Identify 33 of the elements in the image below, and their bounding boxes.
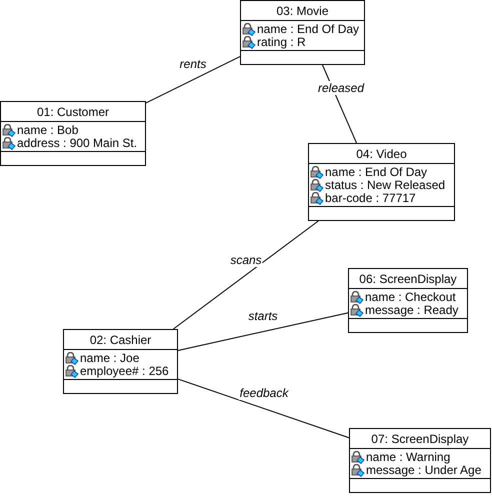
attribute-text: name : Bob xyxy=(17,124,78,137)
object-title: 06: ScreenDisplay xyxy=(359,272,457,286)
object-title: 03: Movie xyxy=(276,4,329,18)
object-title: 07: ScreenDisplay xyxy=(371,432,469,446)
attribute-text: name : Checkout xyxy=(365,291,456,304)
connector-line xyxy=(178,378,350,438)
object-title: 01: Customer xyxy=(36,104,110,118)
object-box xyxy=(240,0,365,65)
connector-line xyxy=(172,220,319,330)
attribute-text: message : Under Age xyxy=(366,464,482,477)
edge-label: released xyxy=(316,81,366,95)
attribute-text: employee# : 256 xyxy=(80,365,169,378)
attribute-text: name : Warning xyxy=(366,451,450,464)
connector-line xyxy=(178,312,348,351)
attribute-text: message : Ready xyxy=(365,304,458,317)
attribute-text: rating : R xyxy=(257,36,306,49)
edge-label: starts xyxy=(247,309,279,323)
connector-line xyxy=(146,56,240,104)
object-box xyxy=(0,101,146,166)
edge-label: feedback xyxy=(238,386,290,400)
attribute-text: name : End Of Day xyxy=(257,23,360,36)
edge-label: rents xyxy=(178,57,208,71)
object-title: 02: Cashier xyxy=(90,332,152,346)
object-box xyxy=(63,329,178,394)
attribute-text: address : 900 Main St. xyxy=(17,137,138,150)
attribute-text: name : End Of Day xyxy=(325,166,428,179)
attribute-text: name : Joe xyxy=(80,352,140,365)
object-title: 04: Video xyxy=(356,146,407,160)
object-box xyxy=(349,428,491,493)
attribute-text: status : New Released xyxy=(325,179,446,192)
object-box xyxy=(348,268,468,333)
attribute-text: bar-code : 77717 xyxy=(325,192,416,205)
object-box xyxy=(308,143,455,221)
